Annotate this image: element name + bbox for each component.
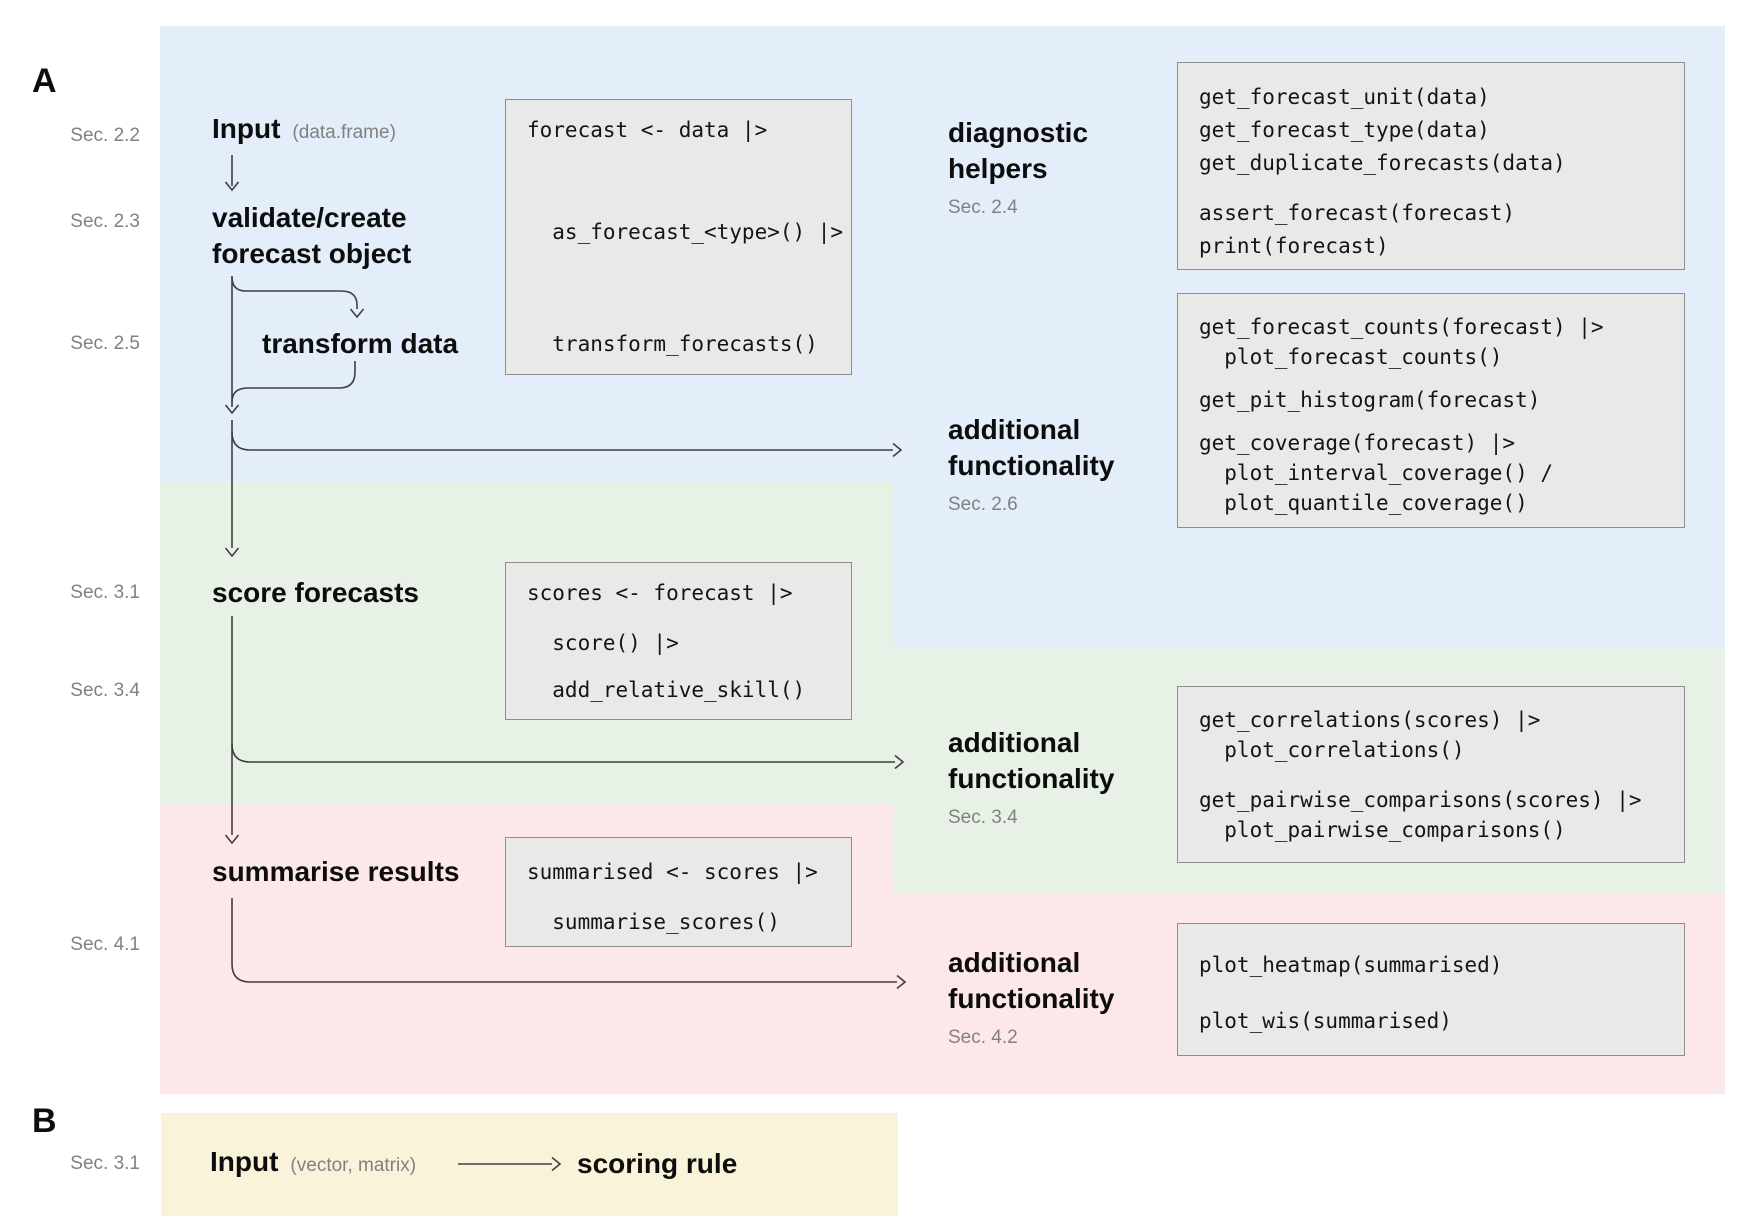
code-box-additional-blue bbox=[1177, 293, 1685, 528]
code-line: as_forecast_<type>() |> bbox=[527, 220, 844, 244]
code-box-additional-green bbox=[1177, 686, 1685, 863]
code-line: plot_correlations() bbox=[1199, 738, 1465, 762]
panel-a-label: A bbox=[32, 62, 57, 100]
code-line: get_correlations(scores) |> bbox=[1199, 708, 1541, 732]
code-box-score bbox=[505, 562, 852, 720]
input-title: Input bbox=[212, 113, 281, 144]
section-label-2-4: Sec. 2.4 bbox=[948, 197, 1018, 218]
code-line: summarised <- scores |> bbox=[527, 860, 818, 884]
input-b-annotation: (vector, matrix) bbox=[290, 1155, 417, 1176]
section-label-2-3: Sec. 2.3 bbox=[70, 211, 140, 232]
flow-step-input-b: Input (vector, matrix) bbox=[210, 1146, 416, 1178]
section-label-3-4: Sec. 3.4 bbox=[948, 807, 1018, 828]
code-line: plot_forecast_counts() bbox=[1199, 345, 1503, 369]
flow-step-transform: transform data bbox=[262, 328, 459, 359]
section-label-2-6: Sec. 2.6 bbox=[948, 494, 1018, 515]
section-label-b-3-1: Sec. 3.1 bbox=[70, 1153, 140, 1174]
code-line: plot_wis(summarised) bbox=[1199, 1009, 1452, 1033]
code-line: get_forecast_counts(forecast) |> bbox=[1199, 315, 1604, 339]
code-line: get_coverage(forecast) |> bbox=[1199, 431, 1516, 455]
section-label-3-3: Sec. 3.4 bbox=[70, 680, 140, 701]
input-b-title: Input bbox=[210, 1146, 279, 1177]
section-label-4-2: Sec. 4.2 bbox=[948, 1027, 1018, 1048]
flow-step-summarise: summarise results bbox=[212, 856, 460, 887]
code-box-create-forecast bbox=[505, 99, 852, 375]
code-line: print(forecast) bbox=[1199, 234, 1389, 258]
code-line: get_forecast_type(data) bbox=[1199, 118, 1490, 142]
section-label-2-2: Sec. 2.2 bbox=[70, 125, 140, 146]
code-line: get_forecast_unit(data) bbox=[1199, 85, 1490, 109]
flow-step-validate: validate/create forecast object bbox=[212, 202, 412, 269]
code-line: plot_interval_coverage() / bbox=[1199, 461, 1554, 485]
code-line: get_duplicate_forecasts(data) bbox=[1199, 151, 1566, 175]
input-annotation: (data.frame) bbox=[292, 122, 396, 143]
code-box-diagnostic-helpers bbox=[1177, 62, 1685, 270]
code-line: summarise_scores() bbox=[527, 910, 780, 934]
code-line: get_pairwise_comparisons(scores) |> bbox=[1199, 788, 1642, 812]
flow-step-scoring-rule: scoring rule bbox=[577, 1148, 738, 1179]
code-line: forecast <- data |> bbox=[527, 118, 768, 142]
section-label-3-1: Sec. 3.1 bbox=[70, 582, 140, 603]
panel-b-label: B bbox=[32, 1102, 57, 1140]
code-line: plot_heatmap(summarised) bbox=[1199, 953, 1503, 977]
section-label-4-1: Sec. 4.1 bbox=[70, 934, 140, 955]
code-line: assert_forecast(forecast) bbox=[1199, 201, 1516, 225]
code-line: get_pit_histogram(forecast) bbox=[1199, 388, 1541, 412]
code-line: score() |> bbox=[527, 631, 679, 655]
code-line: scores <- forecast |> bbox=[527, 581, 793, 605]
code-line: add_relative_skill() bbox=[527, 678, 806, 702]
code-line: transform_forecasts() bbox=[527, 332, 818, 356]
flow-step-input: Input (data.frame) bbox=[212, 113, 396, 145]
code-line: plot_pairwise_comparisons() bbox=[1199, 818, 1566, 842]
flow-step-score: score forecasts bbox=[212, 577, 420, 608]
code-box-additional-pink bbox=[1177, 923, 1685, 1056]
section-label-2-5: Sec. 2.5 bbox=[70, 333, 140, 354]
code-line: plot_quantile_coverage() bbox=[1199, 491, 1528, 515]
